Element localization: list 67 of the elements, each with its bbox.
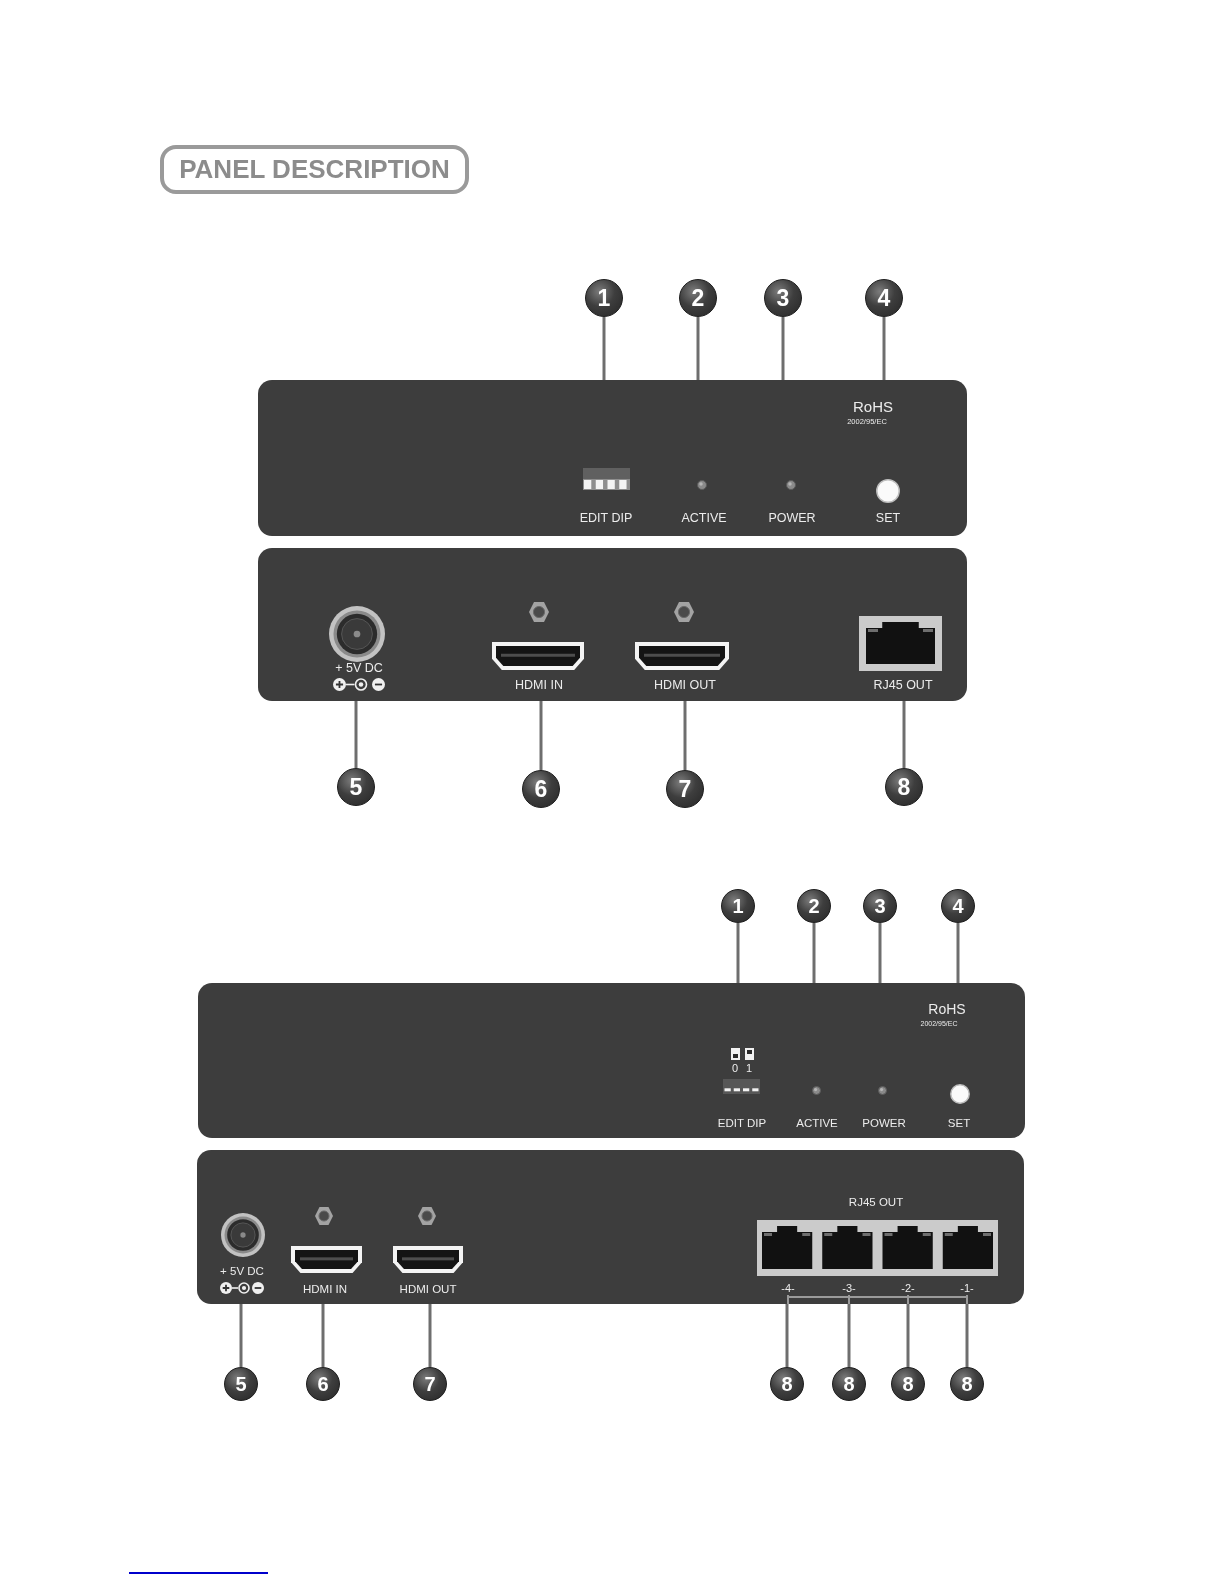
panel-label: HDMI OUT bbox=[654, 679, 716, 693]
front-panel bbox=[198, 983, 1025, 1138]
panel-label: POWER bbox=[862, 1116, 906, 1130]
leader-line bbox=[956, 923, 960, 983]
callout-number: 8 bbox=[770, 1367, 804, 1401]
panel-label: RJ45 OUT bbox=[848, 1195, 904, 1209]
leader-line bbox=[683, 701, 687, 770]
leader-line bbox=[882, 317, 886, 380]
panel-label: HDMI OUT bbox=[399, 1282, 457, 1296]
leader-line bbox=[902, 701, 906, 768]
leader-line bbox=[736, 923, 740, 983]
callout-number: 7 bbox=[413, 1367, 447, 1401]
callout-number: 8 bbox=[885, 768, 923, 806]
panel-label: POWER bbox=[768, 512, 816, 526]
rear-panel bbox=[258, 548, 967, 701]
leader-line bbox=[781, 317, 785, 380]
panel-label: ACTIVE bbox=[681, 512, 727, 526]
panel-label: -3- bbox=[842, 1281, 856, 1295]
panel-label: + 5V DC bbox=[335, 662, 383, 676]
panel-label: EDIT DIP bbox=[579, 512, 633, 526]
callout-number: 6 bbox=[306, 1367, 340, 1401]
leader-line bbox=[539, 701, 543, 770]
leader-line bbox=[428, 1304, 432, 1367]
callout-number: 1 bbox=[585, 279, 623, 317]
callout-number: 2 bbox=[797, 889, 831, 923]
panel-label: EDIT DIP bbox=[717, 1116, 767, 1130]
panel-label: -4- bbox=[781, 1281, 795, 1295]
panel-label: SET bbox=[875, 512, 901, 526]
panel-label: HDMI IN bbox=[515, 679, 563, 693]
leader-line bbox=[812, 923, 816, 983]
callout-number: 3 bbox=[863, 889, 897, 923]
callout-number: 5 bbox=[224, 1367, 258, 1401]
panel-label: -2- bbox=[901, 1281, 915, 1295]
callout-number: 5 bbox=[337, 768, 375, 806]
panel-label: -1- bbox=[960, 1281, 974, 1295]
panel-label: RJ45 OUT bbox=[873, 679, 933, 693]
panel-label: HDMI IN bbox=[302, 1282, 348, 1296]
panel-label: SET bbox=[947, 1116, 971, 1130]
leader-line bbox=[239, 1304, 243, 1367]
front-panel bbox=[258, 380, 967, 536]
callout-number: 1 bbox=[721, 889, 755, 923]
leader-line bbox=[965, 1304, 969, 1367]
leader-line bbox=[847, 1304, 851, 1367]
callout-number: 3 bbox=[764, 279, 802, 317]
leader-line bbox=[878, 923, 882, 983]
callout-number: 4 bbox=[865, 279, 903, 317]
panel-label: 1 bbox=[745, 1061, 753, 1075]
section-title: PANEL DESCRIPTION bbox=[160, 145, 469, 194]
panel-label: 0 bbox=[731, 1061, 739, 1075]
leader-line bbox=[906, 1304, 910, 1367]
callout-number: 6 bbox=[522, 770, 560, 808]
callout-number: 7 bbox=[666, 770, 704, 808]
panel-label: ACTIVE bbox=[796, 1116, 838, 1130]
leader-line bbox=[696, 317, 700, 380]
rear-panel bbox=[197, 1150, 1024, 1304]
leader-line bbox=[354, 701, 358, 768]
compliance-label: RoHS bbox=[928, 1002, 966, 1018]
compliance-label: RoHS bbox=[853, 398, 893, 416]
callout-number: 8 bbox=[950, 1367, 984, 1401]
panel-label: + 5V DC bbox=[220, 1264, 264, 1278]
leader-line bbox=[321, 1304, 325, 1367]
callout-number: 8 bbox=[891, 1367, 925, 1401]
callout-number: 4 bbox=[941, 889, 975, 923]
leader-line bbox=[602, 317, 606, 380]
callout-number: 2 bbox=[679, 279, 717, 317]
leader-line bbox=[785, 1304, 789, 1367]
callout-number: 8 bbox=[832, 1367, 866, 1401]
